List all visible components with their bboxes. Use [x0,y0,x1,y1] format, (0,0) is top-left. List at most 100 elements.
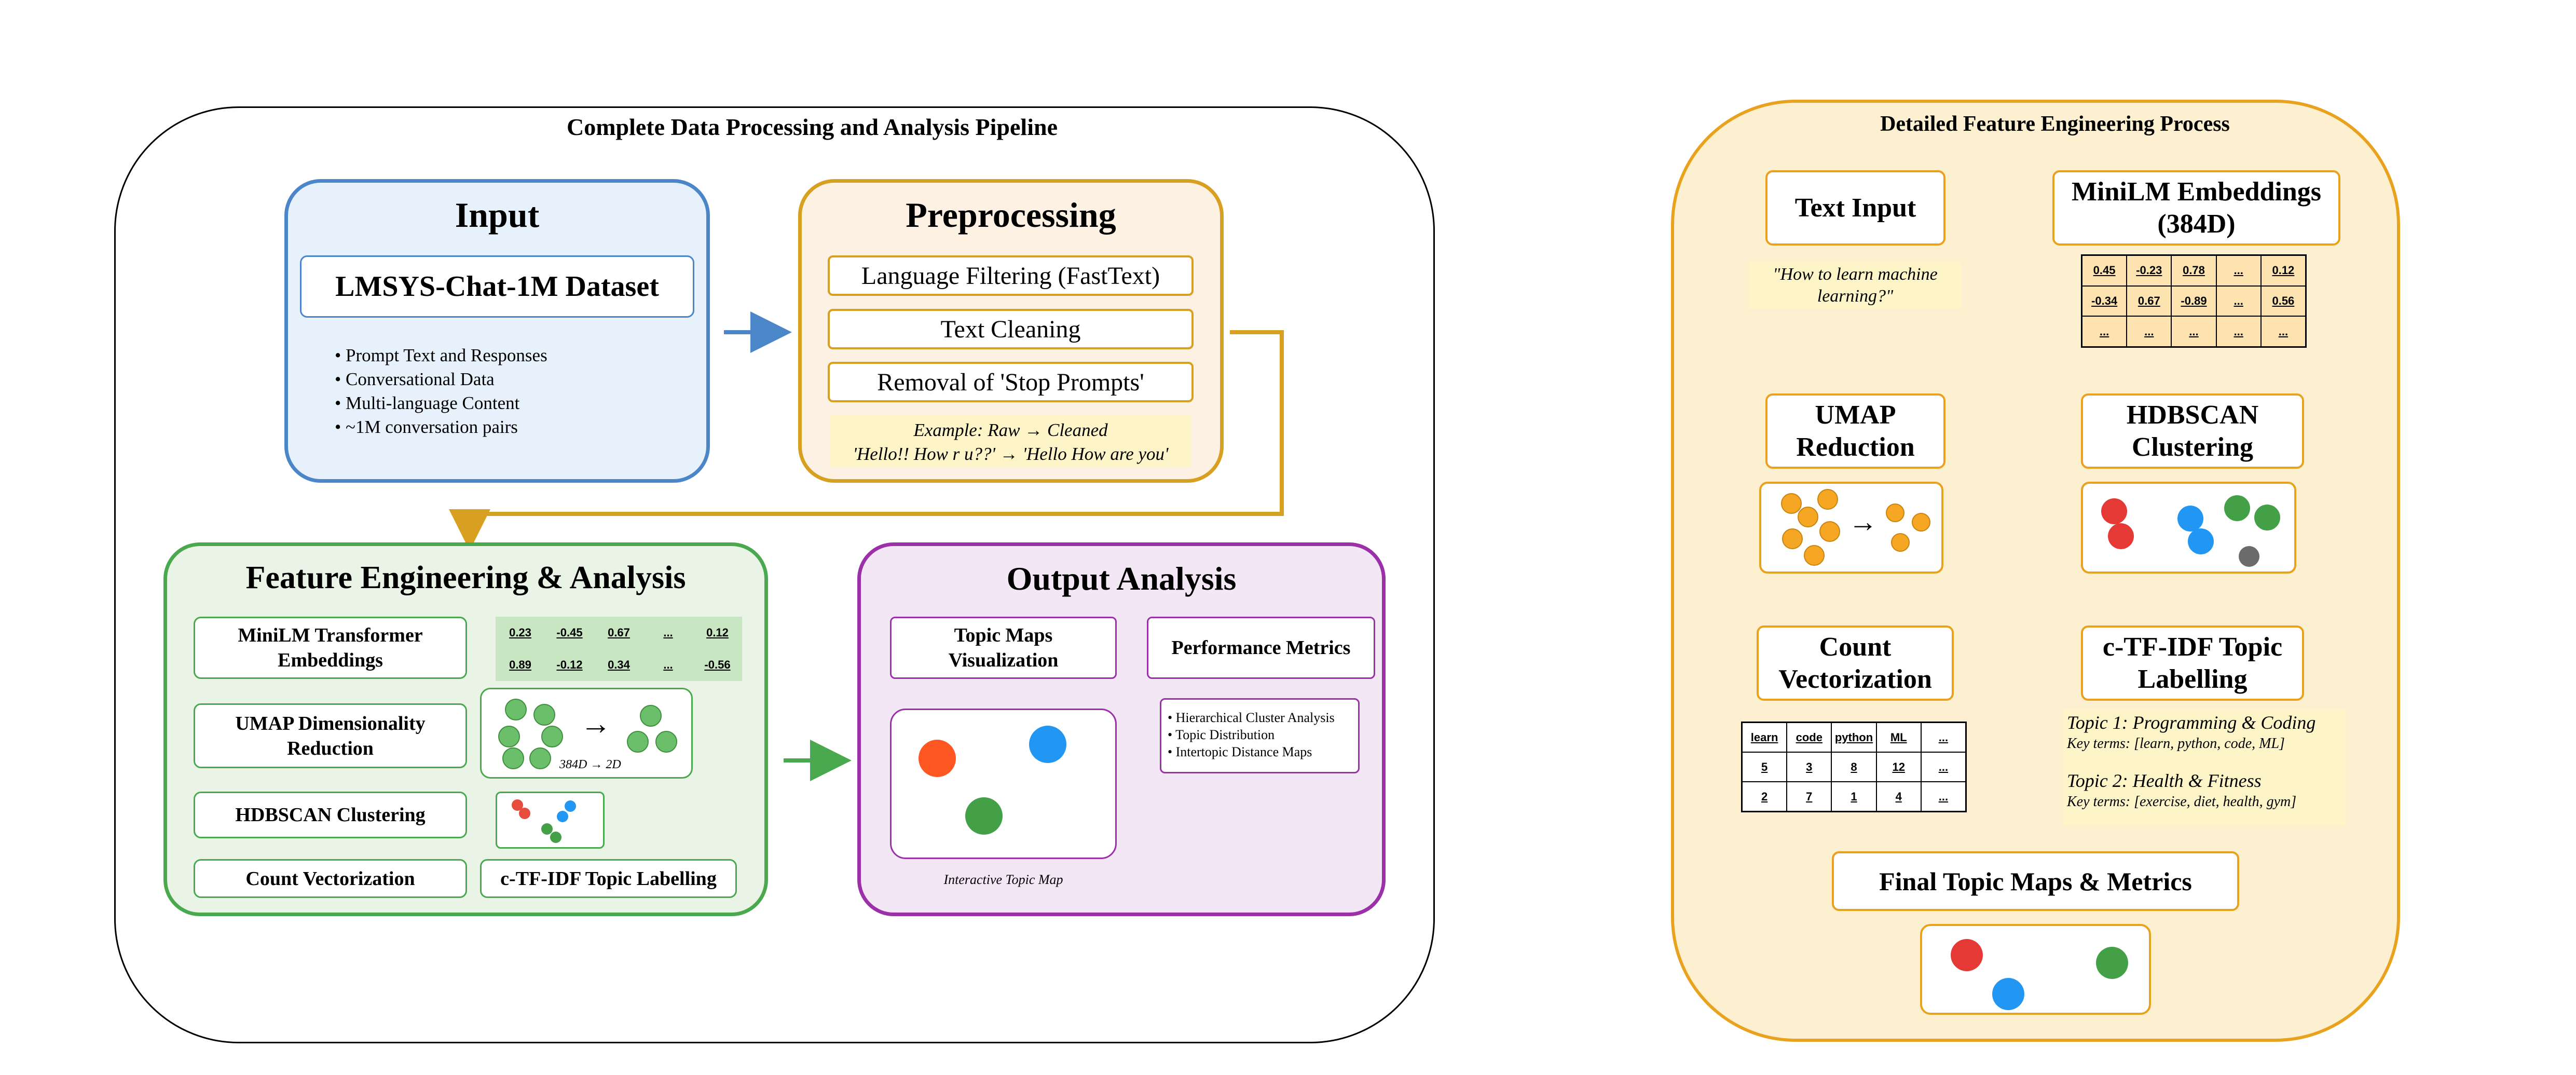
prep-step-stop-prompts: Removal of 'Stop Prompts' [828,362,1194,402]
cluster-dot [519,808,530,819]
cluster-dot [2101,498,2127,524]
point-dot [1819,521,1840,542]
right-embedding-table: 0.45 -0.23 0.78 ... 0.12 -0.34 0.67 -0.8… [2081,254,2307,348]
right-final-topic-maps: Final Topic Maps & Metrics [1832,851,2239,911]
cluster-dot [550,832,561,843]
topic2-terms: Key terms: [exercise, diet, health, gym] [2067,794,2297,810]
feature-count: Count Vectorization [194,859,467,898]
right-minilm: MiniLM Embeddings (384D) [2052,170,2340,246]
count-cell: 8 [1832,753,1876,781]
right-text-input: Text Input [1765,170,1945,246]
point-dot [1912,513,1930,532]
point-dot [1781,493,1802,514]
count-header-cell: learn [1743,723,1787,752]
left-panel-title: Complete Data Processing and Analysis Pi… [566,114,1058,140]
count-cell: ... [1921,753,1965,781]
embedding-cell: ... [663,658,673,671]
cluster-dot [2188,528,2214,554]
right-final-visual [1920,924,2151,1015]
embedding-cell: -0.45 [556,626,583,639]
point-dot [1782,528,1803,549]
output-topic-maps: Topic Maps Visualization [890,617,1117,679]
count-cell: ... [1921,782,1965,811]
input-box [284,179,710,483]
cluster-dot [557,811,568,822]
embedding-cell: ... [2216,256,2260,285]
embedding-cell: -0.89 [2172,286,2216,316]
embedding-cell: -0.34 [2082,286,2127,316]
embedding-cell: 0.12 [706,626,729,639]
count-cell: 1 [1832,782,1876,811]
preprocessing-title: Preprocessing [906,195,1116,235]
point-dot [1886,504,1904,522]
count-header-cell: python [1832,723,1876,752]
metric-item: • Topic Distribution [1168,727,1275,742]
output-topic-map-visual [890,709,1117,859]
topic-dot-green [965,797,1003,835]
right-hdbscan-visual [2081,482,2296,574]
cluster-dot [512,799,523,811]
embedding-cell: 0.78 [2172,256,2216,285]
topic-dot-red [1951,939,1983,971]
right-umap: UMAP Reduction [1765,393,1945,469]
feature-minilm: MiniLM Transformer Embeddings [194,617,467,679]
point-dot [627,731,649,753]
embedding-cell: 0.23 [509,626,531,639]
feature-ctfidf: c-TF-IDF Topic Labelling [480,859,737,898]
embedding-cell: -0.12 [556,658,583,671]
embedding-cell: ... [2216,317,2260,346]
right-count-vectorization: Count Vectorization [1757,625,1954,701]
output-map-caption: Interactive Topic Map [943,872,1063,887]
embedding-cell: 0.45 [2082,256,2127,285]
cluster-dot [2224,495,2250,521]
cluster-dot [2108,523,2134,549]
embedding-cell: -0.56 [704,658,731,671]
embedding-cell: 0.12 [2261,256,2305,285]
output-performance-metrics: Performance Metrics [1147,617,1375,679]
metric-item: • Hierarchical Cluster Analysis [1168,710,1335,725]
feature-engineering-title: Feature Engineering & Analysis [245,560,686,595]
point-dot [640,705,662,727]
reduce-arrow: → [580,706,611,741]
point-dot [502,747,524,769]
cluster-dot [565,800,576,812]
output-metrics-list: • Hierarchical Cluster Analysis • Topic … [1160,698,1360,773]
point-dot [533,704,555,726]
embedding-cell: ... [663,626,673,639]
topic1-title: Topic 1: Programming & Coding [2067,712,2316,733]
prep-example-line2: 'Hello!! How r u??' → 'Hello How are you… [853,444,1169,464]
arrow-prep-to-feature [449,330,1284,551]
input-bullet: • Multi-language Content [335,393,520,413]
point-dot [529,747,551,769]
right-umap-visual: → [1759,482,1943,574]
embedding-cell: 0.89 [509,658,531,671]
input-title: Input [455,195,540,235]
point-dot [1798,507,1818,527]
prep-example-line1: Example: Raw → Cleaned [913,420,1108,440]
left-panel [114,106,1435,1043]
count-cell: 2 [1743,782,1787,811]
right-quote: "How to learn machine learning?" [1749,262,1962,309]
point-dot [655,731,677,753]
embedding-cell: -0.23 [2127,256,2171,285]
prep-step-language-filtering: Language Filtering (FastText) [828,255,1194,296]
noise-dot [2239,546,2259,567]
embedding-cell: ... [2216,286,2260,316]
cluster-dot [2177,506,2203,532]
count-cell: 5 [1743,753,1787,781]
feature-hdbscan-visual [496,792,605,849]
embedding-cell: 0.67 [608,626,630,639]
topic-labels: Topic 1: Programming & Coding Key terms:… [2063,709,2346,825]
count-cell: 12 [1876,753,1921,781]
feature-umap-visual: → 384D → 2D [480,688,693,779]
right-ctfidf: c-TF-IDF Topic Labelling [2081,625,2304,701]
prep-example: Example: Raw → Cleaned 'Hello!! How r u?… [830,415,1191,467]
prep-step-text-cleaning: Text Cleaning [828,309,1194,349]
cluster-dot [2254,505,2280,530]
count-header-cell: ... [1921,723,1965,752]
topic1-terms: Key terms: [learn, python, code, ML] [2067,736,2285,752]
metric-item: • Intertopic Distance Maps [1168,744,1312,759]
cluster-dot [541,823,553,835]
right-panel-title: Detailed Feature Engineering Process [1880,112,2230,136]
